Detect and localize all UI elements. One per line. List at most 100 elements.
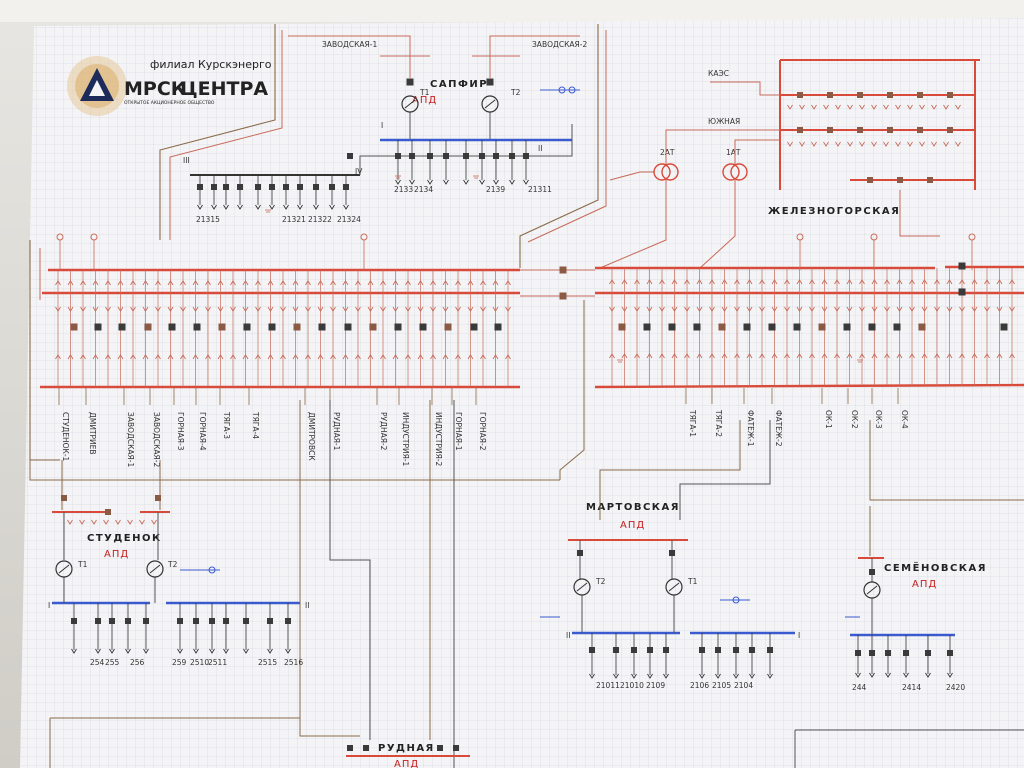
arrow-icon <box>367 354 374 360</box>
arrow-icon <box>117 354 124 360</box>
arrow-icon <box>721 353 728 359</box>
arrow-icon <box>609 353 615 359</box>
arrow-icon <box>907 141 913 147</box>
sapfir-lower-cell-number: 21315 <box>196 215 220 224</box>
zhelez-upper-switch <box>917 127 923 133</box>
cell-breaker <box>168 323 176 331</box>
transformer-winding <box>866 585 878 595</box>
studenok-cell-number: 255 <box>105 658 120 667</box>
current-transformer-icon <box>360 233 368 241</box>
zhelez-upper-switch <box>947 127 953 133</box>
martovskaya-cell-number: 2109 <box>646 681 665 690</box>
arrow-icon <box>909 279 915 285</box>
arrow-icon <box>197 204 203 210</box>
cell-breaker <box>743 323 751 331</box>
arrow-icon <box>80 354 86 360</box>
studenok-t1-transformer-icon <box>55 560 73 578</box>
arrow-icon <box>280 354 286 360</box>
arrow-icon <box>380 306 386 312</box>
arrow-icon <box>255 280 261 286</box>
arrow-icon <box>634 306 640 312</box>
at2-line <box>665 129 780 164</box>
sapfir-lower-cell-number: 21324 <box>337 215 361 224</box>
arrow-icon <box>746 306 753 312</box>
arrow-icon <box>255 354 261 360</box>
studenok-t2-label: Т2 <box>167 560 178 569</box>
arrow-icon <box>709 279 715 285</box>
arrow-icon <box>130 306 136 312</box>
feeder-label: ГОРНАЯ-2 <box>478 412 487 451</box>
arrow-icon <box>395 179 401 185</box>
studenok-cell-switch <box>125 618 131 624</box>
arrow-icon <box>80 280 86 286</box>
arrow-icon <box>255 204 261 210</box>
arrow-icon <box>733 673 739 679</box>
arrow-icon <box>317 280 324 286</box>
frame-line <box>159 24 276 240</box>
studenok-tie-switch <box>105 509 111 515</box>
arrow-icon <box>646 306 653 312</box>
arrow-icon <box>921 306 928 312</box>
arrow-icon <box>305 354 311 360</box>
arrow-icon <box>846 353 853 359</box>
cell-breaker <box>369 323 377 331</box>
arrow-icon <box>671 306 678 312</box>
station-sapfir-apd: АПД <box>412 95 437 106</box>
arrow-icon <box>921 353 928 359</box>
transformer-winding <box>665 578 683 596</box>
arrow-icon <box>749 673 755 679</box>
sapfir-cell-number: 2134 <box>414 185 433 194</box>
current-transformer-icon <box>968 233 976 241</box>
arrow-icon <box>884 353 890 359</box>
arrow-icon <box>809 279 815 285</box>
arrow-icon <box>859 141 865 147</box>
arrow-icon <box>92 354 99 360</box>
arrow-icon <box>647 673 653 679</box>
arrow-icon <box>847 104 853 110</box>
arrow-icon <box>907 104 913 110</box>
arrow-icon <box>255 306 261 312</box>
arrow-icon <box>92 306 99 312</box>
zhelez-upper-switch <box>897 177 903 183</box>
arrow-icon <box>330 280 336 286</box>
semenovskaya-breaker <box>869 569 875 575</box>
arrow-icon <box>480 354 486 360</box>
cell-breaker <box>494 323 502 331</box>
martovskaya-cell-switch <box>663 647 669 653</box>
arrow-icon <box>971 279 978 285</box>
arrow-icon <box>269 204 275 210</box>
martovskaya-cell-switch <box>647 647 653 653</box>
ceiling <box>0 0 1024 22</box>
sapfir-lower-switch <box>313 184 319 190</box>
sapfir-lower-switch <box>255 184 261 190</box>
arrow-icon <box>847 141 853 147</box>
cell-breaker <box>643 323 651 331</box>
arrow-icon <box>796 306 803 312</box>
arrow-icon <box>871 104 877 110</box>
arrow-icon <box>105 306 111 312</box>
arrow-icon <box>946 306 953 312</box>
cell-breaker <box>243 323 251 331</box>
arrow-icon <box>871 306 878 312</box>
sapfir-cell-switch <box>427 153 433 159</box>
arrow-icon <box>896 306 903 312</box>
arrow-icon <box>869 672 875 678</box>
arrow-icon <box>55 354 61 360</box>
studenok-cell-number: 2515 <box>258 658 277 667</box>
martovskaya-cell-number: 2106 <box>690 681 709 690</box>
zhelez-upper-switch <box>827 127 833 133</box>
arrow-icon <box>796 353 803 359</box>
arrow-icon <box>934 306 940 312</box>
sapfir-t2-breaker <box>486 78 494 86</box>
arrow-icon <box>943 141 949 147</box>
feeder-label: ИНДУСТРИЯ-1 <box>401 412 410 467</box>
current-transformer-icon <box>90 233 98 241</box>
arrow-icon <box>467 280 474 286</box>
arrow-icon <box>505 354 511 360</box>
arrow-icon <box>442 354 449 360</box>
arrow-icon <box>230 280 236 286</box>
current-transformer-icon <box>796 233 804 241</box>
feeder-label: ИНДУСТРИЯ-2 <box>434 412 443 467</box>
